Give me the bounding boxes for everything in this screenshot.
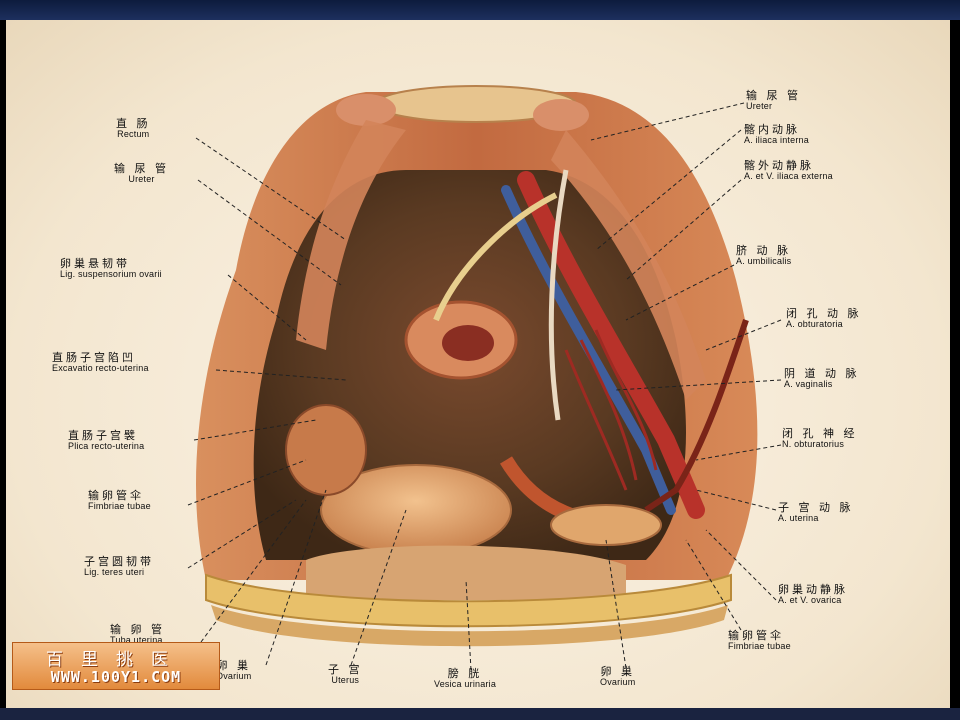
bladder xyxy=(306,545,626,600)
label-lig-teres: 子宫圆韧带 Lig. teres uteri xyxy=(84,556,154,577)
watermark-url: WWW.100Y1.COM xyxy=(50,668,182,686)
ureter-right-path xyxy=(548,169,569,421)
uterine-arteries xyxy=(564,329,658,491)
label-uterus: 子 宫 Uterus xyxy=(328,664,363,685)
label-lig-suspensorium-la: Lig. suspensorium ovarii xyxy=(60,268,162,279)
label-vesica-la: Vesica urinaria xyxy=(434,678,497,689)
label-excavatio-la: Excavatio recto-uterina xyxy=(52,362,149,373)
label-a-iliaca-int-zh: 髂内动脉 xyxy=(744,123,800,136)
label-fimbriae-left-la: Fimbriae tubae xyxy=(88,500,151,511)
external-iliac-artery xyxy=(517,171,705,519)
label-ovarium-left-zh: 卵 巢 xyxy=(216,659,251,672)
label-ovarium-right-zh: 卵 巢 xyxy=(600,665,635,678)
label-vesica: 膀 胱 Vesica urinaria xyxy=(434,668,496,689)
label-rectum-zh: 直 肠 xyxy=(116,117,151,130)
label-ureter-left-la: Ureter xyxy=(128,173,155,184)
label-a-ovarica-zh: 卵巢动静脉 xyxy=(778,583,848,596)
label-fimbriae-left-zh: 输卵管伞 xyxy=(88,489,144,502)
label-tuba: 输 卵 管 Tuba uterina xyxy=(110,624,165,645)
ureter-left-path xyxy=(433,192,558,322)
external-iliac-vein xyxy=(501,185,676,515)
label-a-vaginalis-zh: 阴 道 动 脉 xyxy=(784,367,860,380)
label-ureter-left: 输 尿 管 Ureter xyxy=(114,163,169,184)
label-lig-suspensorium-zh: 卵巢悬韧带 xyxy=(60,257,130,270)
label-a-iliaca-ext-zh: 髂外动静脉 xyxy=(744,159,814,172)
label-a-vaginalis: 阴 道 动 脉 A. vaginalis xyxy=(784,368,860,389)
label-plica-la: Plica recto-uterina xyxy=(68,440,145,451)
label-excavatio: 直肠子宫陷凹 Excavatio recto-uterina xyxy=(52,352,149,373)
right-muscle xyxy=(551,130,706,400)
label-rectum: 直 肠 Rectum xyxy=(116,118,151,139)
left-ovary xyxy=(285,404,367,496)
label-plica-zh: 直肠子宫襞 xyxy=(68,429,138,442)
label-ureter-right-la: Ureter xyxy=(746,100,773,111)
label-n-obturatorius-la: N. obturatorius xyxy=(782,438,845,449)
label-fimbriae-left: 输卵管伞 Fimbriae tubae xyxy=(88,490,151,511)
label-plica: 直肠子宫襞 Plica recto-uterina xyxy=(68,430,144,451)
label-ureter-right: 输 尿 管 Ureter xyxy=(746,90,801,111)
label-a-ovarica-la: A. et V. ovarica xyxy=(778,594,842,605)
label-a-vaginalis-la: A. vaginalis xyxy=(784,378,833,389)
right-ovary xyxy=(550,504,662,546)
label-lig-suspensorium: 卵巢悬韧带 Lig. suspensorium ovarii xyxy=(60,258,162,279)
label-a-umbilicalis-zh: 脐 动 脉 xyxy=(736,244,791,257)
label-a-uterina-zh: 子 宫 动 脉 xyxy=(778,501,854,514)
label-a-ovarica: 卵巢动静脉 A. et V. ovarica xyxy=(778,584,848,605)
label-a-iliaca-ext: 髂外动静脉 A. et V. iliaca externa xyxy=(744,160,833,181)
watermark-title: 百里挑医 xyxy=(46,650,186,670)
left-muscle xyxy=(296,120,406,350)
label-a-obturatoria-zh: 闭 孔 动 脉 xyxy=(786,307,862,320)
label-n-obturatorius: 闭 孔 神 经 N. obturatorius xyxy=(782,428,858,449)
pelvis-illustration xyxy=(187,85,782,671)
label-ureter-right-zh: 输 尿 管 xyxy=(746,89,801,102)
label-uterus-zh: 子 宫 xyxy=(328,663,363,676)
label-a-umbilicalis-la: A. umbilicalis xyxy=(736,255,792,266)
label-excavatio-zh: 直肠子宫陷凹 xyxy=(52,351,136,364)
label-n-obturatorius-zh: 闭 孔 神 经 xyxy=(782,427,858,440)
left-bone xyxy=(336,94,396,126)
label-a-uterina: 子 宫 动 脉 A. uterina xyxy=(778,502,854,523)
label-fimbriae-right: 输卵管伞 Fimbriae tubae xyxy=(728,630,791,651)
obturator-vessel xyxy=(644,319,749,513)
label-fimbriae-right-zh: 输卵管伞 xyxy=(728,629,784,642)
label-tuba-zh: 输 卵 管 xyxy=(110,623,165,636)
illustration-plate: 直 肠 Rectum 输 尿 管 Ureter 卵巢悬韧带 Lig. suspe… xyxy=(6,20,950,708)
label-a-iliaca-ext-la: A. et V. iliaca externa xyxy=(744,170,833,181)
label-a-iliaca-int: 髂内动脉 A. iliaca interna xyxy=(744,124,809,145)
label-a-obturatoria: 闭 孔 动 脉 A. obturatoria xyxy=(786,308,862,329)
label-a-obturatoria-la: A. obturatoria xyxy=(786,318,843,329)
pubic-band xyxy=(205,573,732,628)
label-a-uterina-la: A. uterina xyxy=(778,512,819,523)
label-ureter-left-zh: 输 尿 管 xyxy=(114,162,169,175)
right-bone xyxy=(533,99,589,131)
label-fimbriae-right-la: Fimbriae tubae xyxy=(728,640,791,651)
label-rectum-la: Rectum xyxy=(117,128,150,139)
label-uterus-la: Uterus xyxy=(331,674,360,685)
label-a-iliaca-int-la: A. iliaca interna xyxy=(744,134,809,145)
bottom-bar xyxy=(0,708,960,720)
watermark-logo: 百里挑医 WWW.100Y1.COM xyxy=(12,642,220,690)
label-ovarium-left: 卵 巢 Ovarium xyxy=(216,660,251,681)
label-tuba-la: Tuba uterina xyxy=(110,634,163,645)
label-ovarium-right: 卵 巢 Ovarium xyxy=(600,666,635,687)
top-bar xyxy=(0,0,960,20)
label-a-umbilicalis: 脐 动 脉 A. umbilicalis xyxy=(736,245,791,266)
label-vesica-zh: 膀 胱 xyxy=(447,667,483,680)
leader-lines xyxy=(187,102,782,671)
label-lig-teres-zh: 子宫圆韧带 xyxy=(84,555,154,568)
label-ovarium-left-la: Ovarium xyxy=(216,670,252,681)
label-ovarium-right-la: Ovarium xyxy=(600,676,636,687)
label-lig-teres-la: Lig. teres uteri xyxy=(84,566,145,577)
